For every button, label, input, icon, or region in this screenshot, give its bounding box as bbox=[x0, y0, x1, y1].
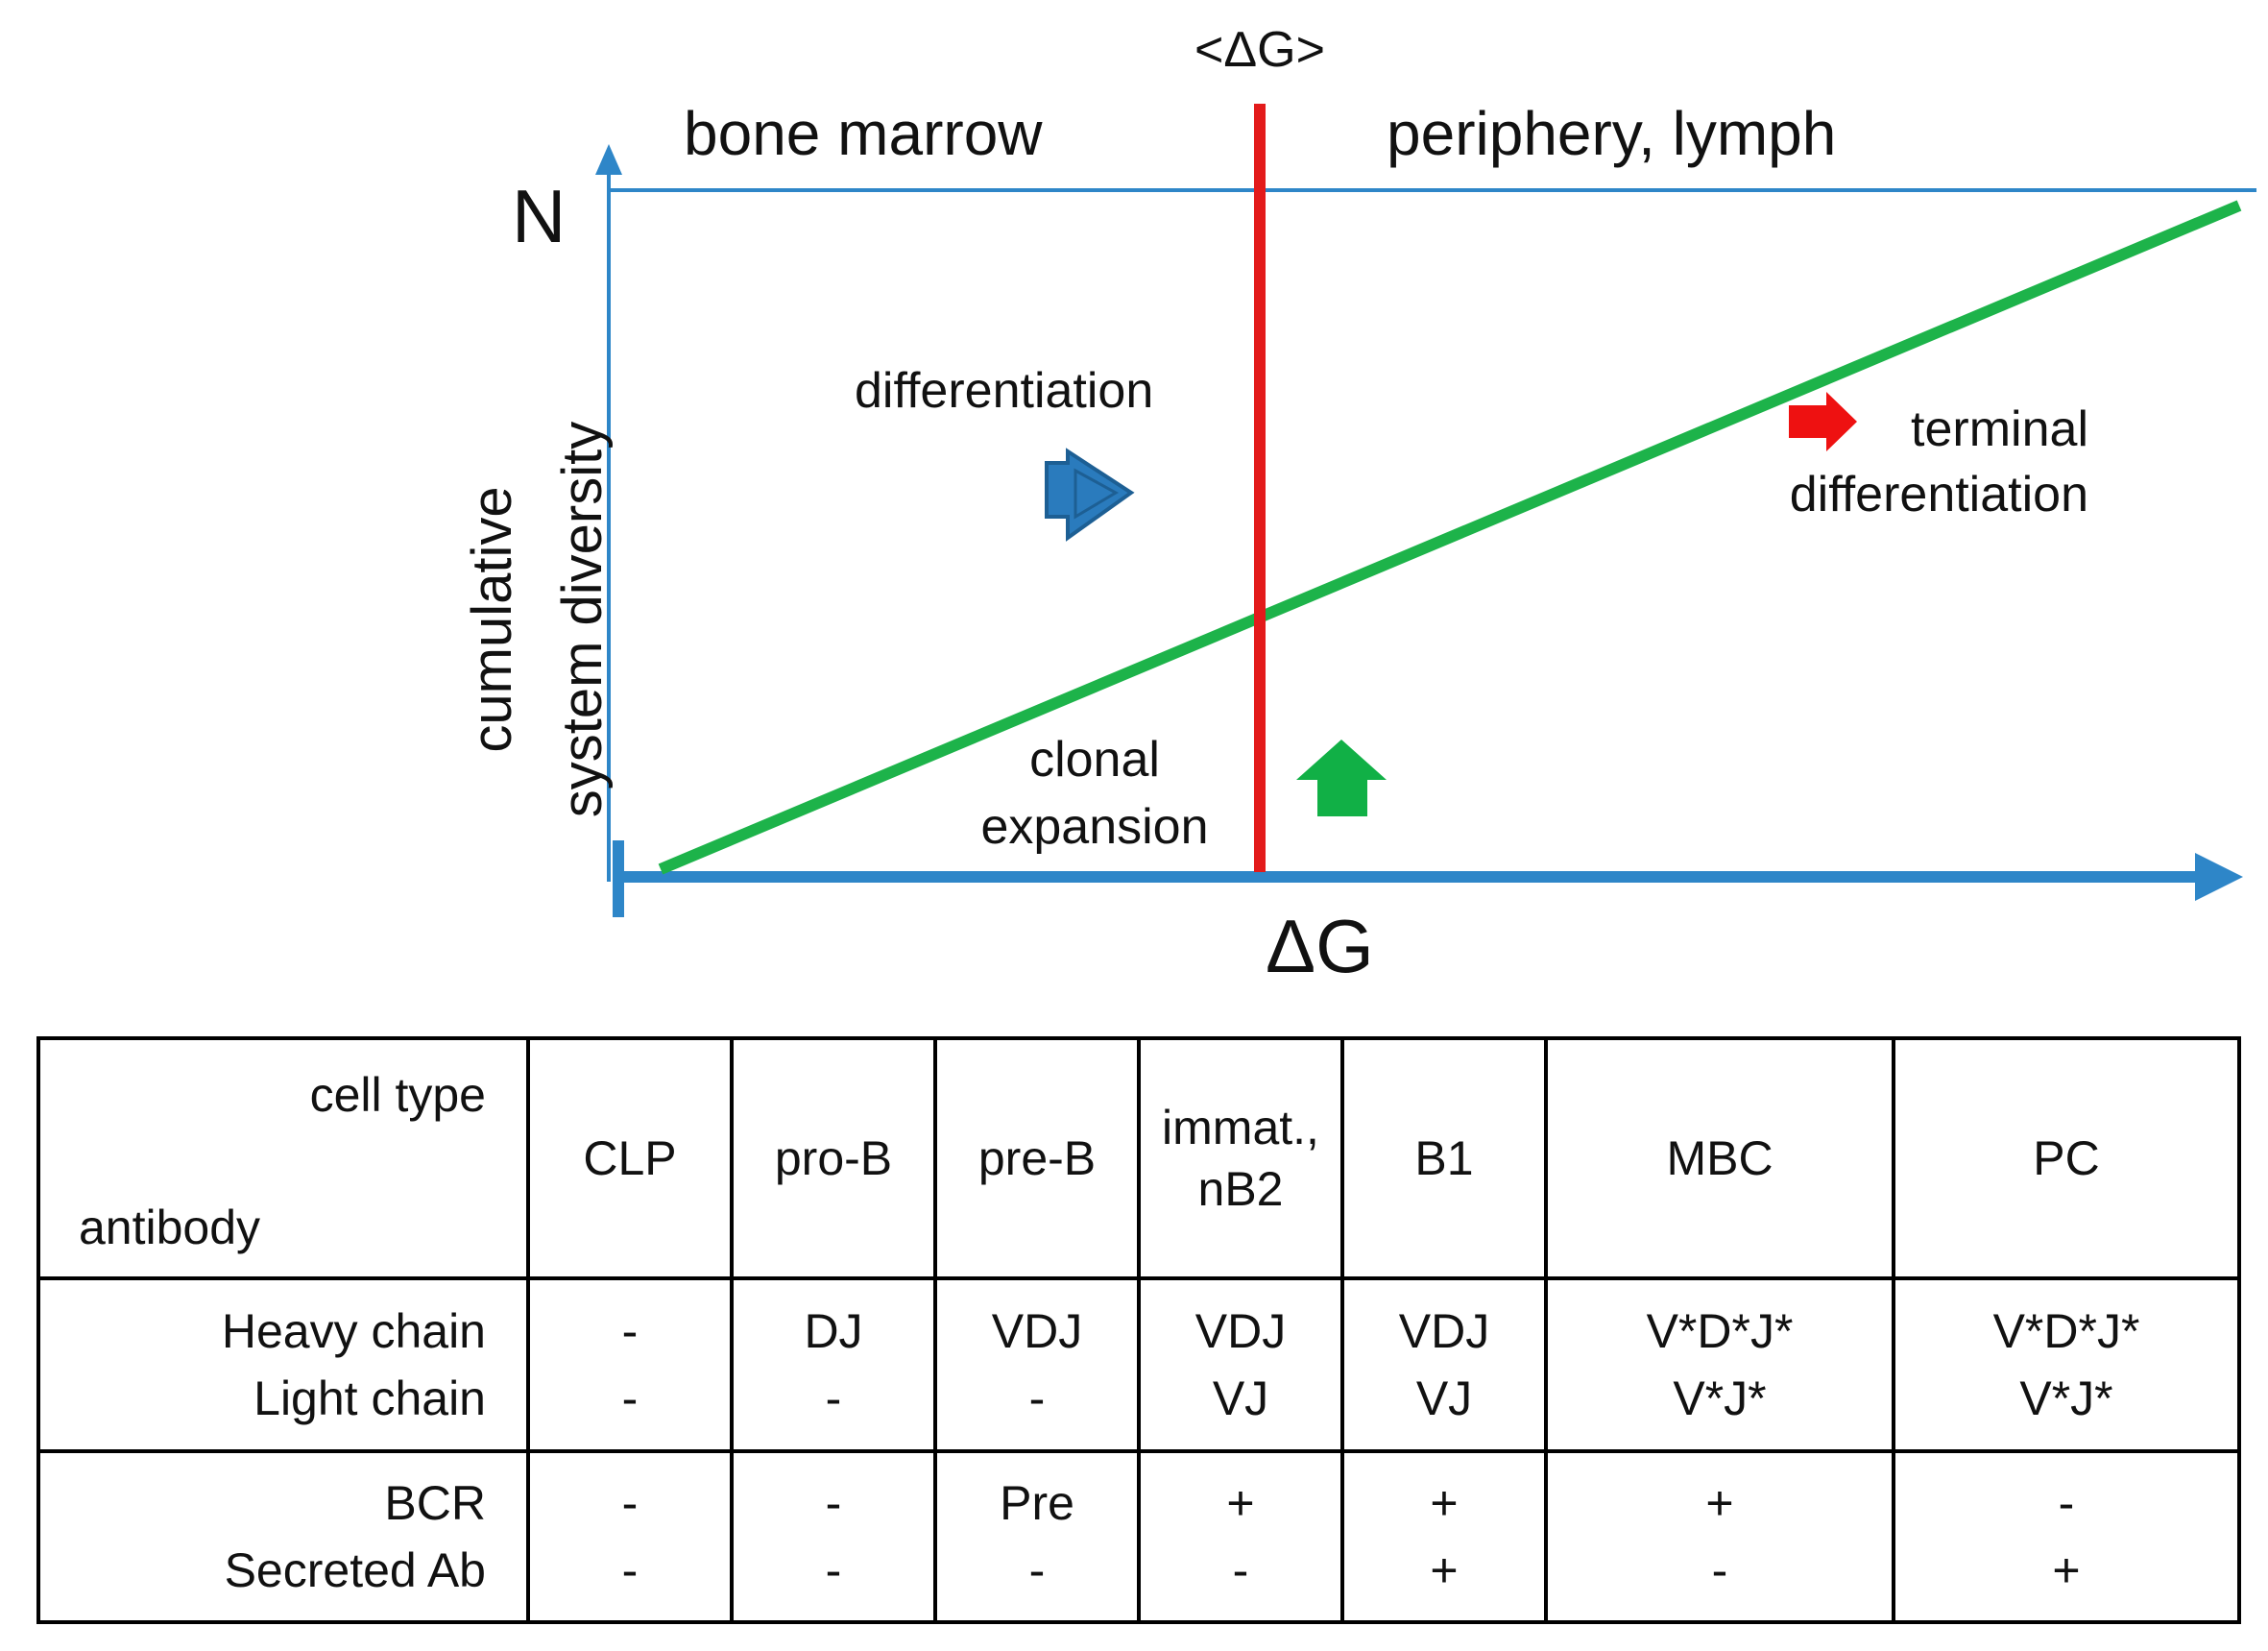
header-line: immat., bbox=[1162, 1101, 1319, 1154]
differentiation-arrow-highlight bbox=[1074, 468, 1120, 520]
table-cell: -- bbox=[526, 1449, 734, 1624]
cell-value: VJ bbox=[1415, 1372, 1473, 1425]
cell-value: - bbox=[1028, 1543, 1046, 1597]
table-cell: -+ bbox=[1892, 1449, 2241, 1624]
corner-cell-type: cell type bbox=[309, 1068, 486, 1122]
row-label-cell: Heavy chain Light chain bbox=[36, 1276, 530, 1453]
cell-value: + bbox=[2052, 1543, 2081, 1597]
cell-value: - bbox=[621, 1304, 639, 1358]
cell-value: + bbox=[1430, 1476, 1459, 1530]
cell-value: + bbox=[1430, 1543, 1459, 1597]
clonal-expansion-line-1: clonal bbox=[1029, 732, 1160, 788]
cell-value: - bbox=[825, 1372, 842, 1425]
table-cell: +- bbox=[1544, 1449, 1895, 1624]
cell-value: V*D*J* bbox=[1646, 1304, 1794, 1358]
x-axis-arrowhead bbox=[2195, 853, 2243, 901]
differentiation-label: differentiation bbox=[855, 363, 1154, 419]
y-axis-label: cumulative system diversity bbox=[447, 331, 628, 908]
y-axis-label-line-1: cumulative bbox=[461, 486, 523, 753]
clonal-expansion-line-2: expansion bbox=[980, 799, 1209, 855]
header-row: cell type antibody CLP pro-B pre-B immat… bbox=[36, 1036, 2241, 1280]
cell-value: Pre bbox=[1000, 1476, 1074, 1530]
row-label: Light chain bbox=[253, 1372, 486, 1425]
header-cell: B1 bbox=[1340, 1036, 1548, 1280]
table-cell: VDJ - bbox=[933, 1276, 1141, 1453]
cell-value: - bbox=[1028, 1372, 1046, 1425]
y-axis-label-line-2: system diversity bbox=[551, 421, 614, 818]
threshold-label: <ΔG> bbox=[1194, 22, 1325, 78]
table-cell: +- bbox=[1137, 1449, 1344, 1624]
cell-value: - bbox=[621, 1476, 639, 1530]
header-line: CLP bbox=[583, 1131, 677, 1185]
expansion-arrow-icon bbox=[1296, 740, 1387, 816]
row-label: Secreted Ab bbox=[224, 1543, 486, 1597]
region-periphery: periphery, lymph bbox=[1387, 99, 1837, 168]
cell-value: VDJ bbox=[1194, 1304, 1287, 1358]
y-axis-arrowhead bbox=[595, 144, 622, 175]
header-line: nB2 bbox=[1197, 1162, 1284, 1216]
table-cell: -- bbox=[730, 1449, 937, 1624]
diversity-line bbox=[658, 200, 2242, 875]
table-cell: ++ bbox=[1340, 1449, 1548, 1624]
b-cell-table: cell type antibody CLP pro-B pre-B immat… bbox=[36, 1036, 2241, 1624]
region-bone-marrow: bone marrow bbox=[684, 99, 1043, 168]
header-cell: immat., nB2 bbox=[1137, 1036, 1344, 1280]
header-line: B1 bbox=[1414, 1131, 1474, 1185]
corner-cell: cell type antibody bbox=[36, 1036, 530, 1280]
header-line: PC bbox=[2033, 1131, 2100, 1185]
clonal-expansion-label: clonal expansion bbox=[960, 726, 1229, 861]
cell-value: DJ bbox=[804, 1304, 863, 1358]
row-label-cell: BCR Secreted Ab bbox=[36, 1449, 530, 1624]
header-cell: PC bbox=[1892, 1036, 2241, 1280]
cell-value: + bbox=[1705, 1476, 1734, 1530]
table-cell: VDJ VJ bbox=[1340, 1276, 1548, 1453]
table-cell: VDJ VJ bbox=[1137, 1276, 1344, 1453]
header-cell: MBC bbox=[1544, 1036, 1895, 1280]
cell-value: VDJ bbox=[1398, 1304, 1490, 1358]
terminal-differentiation-label: terminal differentiation bbox=[1728, 397, 2088, 527]
row-label: BCR bbox=[384, 1476, 486, 1530]
terminal-differentiation-line-2: differentiation bbox=[1789, 467, 2088, 522]
cell-value: V*J* bbox=[2019, 1372, 2113, 1425]
table-cell: DJ - bbox=[730, 1276, 937, 1453]
corner-antibody: antibody bbox=[79, 1201, 261, 1254]
header-line: pre-B bbox=[977, 1131, 1097, 1185]
x-axis-label: ΔG bbox=[1266, 904, 1374, 988]
cell-value: - bbox=[2058, 1476, 2075, 1530]
cell-value: VJ bbox=[1212, 1372, 1269, 1425]
header-line: MBC bbox=[1666, 1131, 1773, 1185]
cell-value: VDJ bbox=[991, 1304, 1083, 1358]
y-axis-top-label: N bbox=[512, 174, 567, 258]
table-cell: V*D*J* V*J* bbox=[1544, 1276, 1895, 1453]
diagram-graphics bbox=[595, 104, 2256, 917]
cell-value: V*D*J* bbox=[1992, 1304, 2140, 1358]
differentiation-arrow-icon bbox=[1045, 448, 1135, 542]
header-cell: CLP bbox=[526, 1036, 734, 1280]
row-label: Heavy chain bbox=[221, 1304, 486, 1358]
cell-value: - bbox=[1232, 1543, 1249, 1597]
cell-value: - bbox=[825, 1476, 842, 1530]
cell-value: - bbox=[1711, 1543, 1728, 1597]
header-line: pro-B bbox=[774, 1131, 893, 1185]
cell-value: + bbox=[1226, 1476, 1255, 1530]
cell-value: - bbox=[825, 1543, 842, 1597]
cell-value: V*J* bbox=[1673, 1372, 1767, 1425]
cell-value: - bbox=[621, 1372, 639, 1425]
header-cell: pro-B bbox=[730, 1036, 937, 1280]
table-cell: -- bbox=[526, 1276, 734, 1453]
table-cell: Pre - bbox=[933, 1449, 1141, 1624]
terminal-arrow-icon bbox=[1789, 392, 1857, 451]
receptor-row: BCR Secreted Ab -- -- Pre- +- ++ +- -+ bbox=[36, 1449, 2241, 1624]
cell-value: - bbox=[621, 1543, 639, 1597]
terminal-differentiation-line-1: terminal bbox=[1911, 401, 2088, 457]
header-cell: pre-B bbox=[933, 1036, 1141, 1280]
table-cell: V*D*J* V*J* bbox=[1892, 1276, 2241, 1453]
